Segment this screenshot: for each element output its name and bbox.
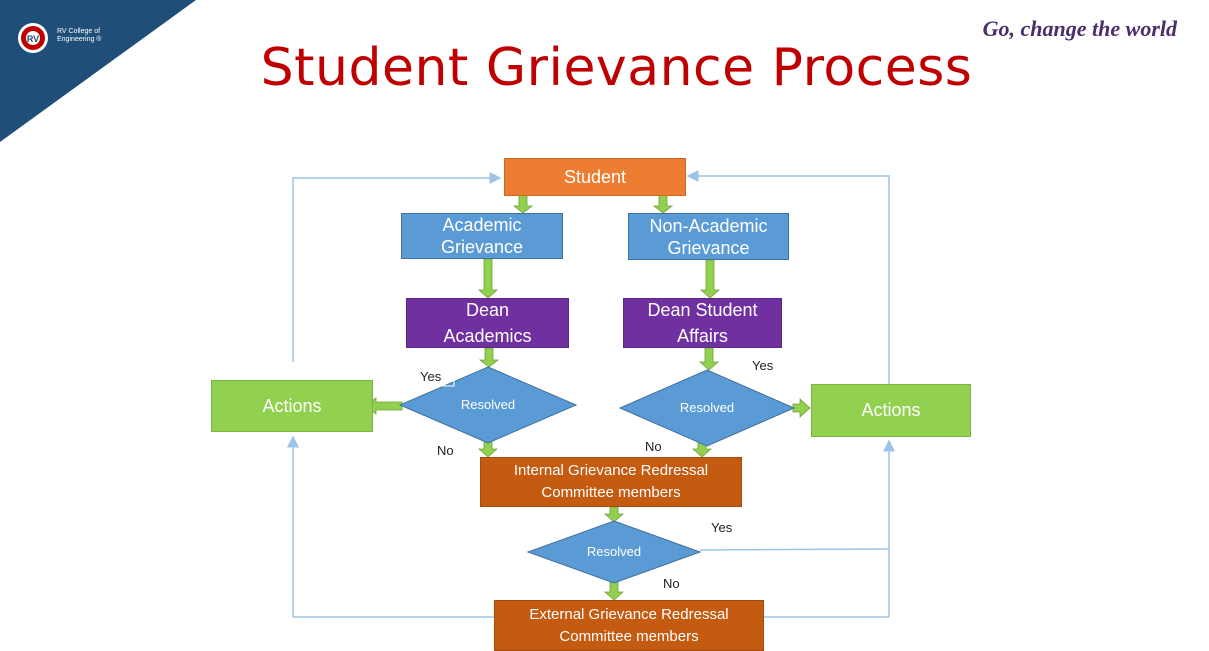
- arrow-academic-dean: [477, 258, 499, 299]
- dean-academics-box: Dean Academics: [406, 298, 569, 348]
- arrow-dean-resolved-right: [698, 347, 720, 371]
- resolved-left-label: Resolved: [460, 397, 516, 412]
- student-box: Student: [504, 158, 686, 196]
- student-label: Student: [563, 166, 627, 187]
- feedback-line-left-top: [292, 172, 502, 362]
- actions-box-left: Actions: [211, 380, 373, 432]
- yes-bottom-label: Yes: [711, 520, 733, 535]
- page-title: Student Grievance Process: [0, 38, 1209, 98]
- arrow-resolved-actions-right: [792, 398, 811, 418]
- page-title-text: Student Grievance Process: [260, 38, 973, 98]
- feedback-line-right-top: [686, 170, 890, 384]
- corner-banner: RV RV College of Engineering ®: [0, 0, 200, 150]
- external-line1: External Grievance Redressal: [529, 605, 729, 623]
- academic-grievance-box: Academic Grievance: [401, 213, 563, 259]
- arrow-resolved-external: [603, 581, 625, 601]
- dean-academics-line1: Dean: [465, 300, 510, 320]
- diamond-resolved-bottom: [526, 520, 702, 584]
- no-bottom-label: No: [663, 576, 680, 591]
- actions-box-right: Actions: [811, 384, 971, 437]
- dean-academics-line2: Academics: [443, 326, 532, 346]
- internal-committee-box: Internal Grievance Redressal Committee m…: [480, 457, 742, 507]
- logo-text: RV College of Engineering ®: [57, 28, 127, 44]
- yes-left-frame: [415, 367, 455, 387]
- nonacademic-grievance-box: Non-Academic Grievance: [628, 213, 789, 260]
- internal-line2: Committee members: [541, 484, 681, 501]
- arrow-student-nonacademic: [652, 194, 674, 214]
- dean-student-line1: Dean Student: [647, 300, 758, 320]
- logo-line2: Engineering ®: [57, 36, 102, 43]
- actions-left-label: Actions: [262, 395, 322, 416]
- resolved-right-label: Resolved: [679, 400, 735, 415]
- no-right-label: No: [645, 439, 662, 454]
- internal-line1: Internal Grievance Redressal: [513, 462, 709, 479]
- dean-student-line2: Affairs: [677, 326, 728, 346]
- nonacademic-line2: Grievance: [667, 237, 750, 258]
- yes-left-label: Yes: [420, 369, 442, 384]
- external-line2: Committee members: [559, 627, 699, 645]
- actions-right-label: Actions: [861, 400, 921, 420]
- tagline: Go, change the world: [982, 16, 1177, 41]
- dean-student-affairs-box: Dean Student Affairs: [623, 298, 782, 348]
- feedback-line-yes-bottom: [699, 548, 890, 551]
- nonacademic-line1: Non-Academic: [649, 215, 768, 236]
- academic-line1: Academic: [442, 215, 522, 235]
- resolved-bottom-label: Resolved: [586, 544, 642, 559]
- arrow-resolved-internal-left: [477, 440, 499, 458]
- yes-right-label: Yes: [752, 358, 774, 373]
- logo-line1: RV College of: [57, 28, 101, 35]
- arrow-internal-resolved: [603, 506, 625, 523]
- arrow-nonacademic-dean: [699, 259, 721, 299]
- arrow-dean-resolved-left: [478, 347, 500, 368]
- academic-line2: Grievance: [440, 237, 524, 257]
- arrow-student-academic: [512, 194, 534, 214]
- svg-text:RV: RV: [27, 34, 39, 44]
- diamond-resolved-right: [618, 369, 796, 447]
- corner-triangle: RV: [0, 0, 196, 142]
- no-left-label: No: [437, 443, 454, 458]
- external-committee-box: External Grievance Redressal Committee m…: [494, 600, 764, 651]
